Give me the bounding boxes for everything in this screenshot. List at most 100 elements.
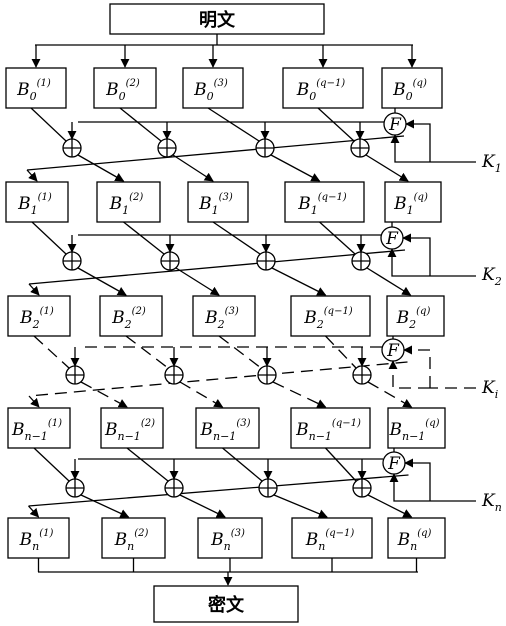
xor-cross — [165, 366, 183, 384]
key-feed-arrow — [403, 345, 431, 388]
xor-input-diagonal — [222, 447, 263, 482]
xor-output-arrow — [367, 381, 413, 408]
xor-input-diagonal — [31, 221, 67, 255]
block-label: Bn(3) — [210, 528, 245, 553]
xor-symbol — [352, 478, 372, 498]
block-label: Bn(q) — [397, 528, 432, 553]
xor-output-arrow — [77, 154, 125, 182]
block-1-1 — [96, 181, 161, 223]
plaintext-box — [109, 3, 325, 35]
wrap-arrow — [28, 283, 40, 296]
block-2-4 — [386, 295, 445, 337]
xor-cross — [66, 479, 84, 497]
function-f-circle — [380, 226, 404, 250]
xor-input-diagonal — [319, 221, 356, 255]
xor-cross — [165, 479, 183, 497]
block-0-1 — [93, 67, 157, 109]
ciphertext-label: 密文 — [208, 594, 245, 616]
block-label: B0(q−1) — [296, 78, 346, 103]
xor-cross — [257, 252, 275, 270]
xor-input-diagonal — [212, 221, 261, 255]
block-label: Bn−1(2) — [104, 418, 155, 443]
xor-input-diagonal — [33, 447, 70, 482]
block-label: B2(2) — [111, 306, 146, 331]
block-0-3 — [282, 67, 364, 109]
block-label: B2(q) — [396, 306, 431, 331]
block-label: Bn(2) — [114, 528, 149, 553]
xor-cross — [63, 252, 81, 270]
xor-output-arrow — [273, 494, 328, 519]
block-0-0 — [5, 67, 67, 109]
xor-symbol — [164, 365, 184, 385]
block-2-0 — [7, 295, 71, 337]
xor-symbol — [65, 365, 85, 385]
xor-output-arrow — [366, 267, 412, 296]
xor-input-diagonal — [325, 447, 357, 482]
xor-symbol — [351, 251, 371, 271]
xor-cross — [63, 139, 81, 157]
block-1-4 — [384, 181, 442, 223]
xor-input-diagonal — [317, 107, 355, 142]
block-0-2 — [182, 67, 244, 109]
xor-output-arrow — [272, 381, 327, 408]
block-label: B0(2) — [105, 78, 140, 103]
block-label: B1(1) — [17, 192, 52, 217]
block-3-1 — [100, 407, 164, 449]
block-3-2 — [195, 407, 260, 449]
xor-input-diagonal — [207, 107, 260, 142]
xor-symbol — [164, 478, 184, 498]
xor-cross — [158, 139, 176, 157]
xor-cross — [161, 252, 179, 270]
block-4-4 — [387, 517, 446, 559]
xor-output-arrow — [179, 494, 226, 518]
block-2-2 — [192, 295, 256, 337]
xor-symbol — [62, 251, 82, 271]
wrap-arrow — [26, 169, 38, 182]
block-1-0 — [5, 181, 69, 223]
block-2-3 — [290, 295, 371, 337]
xor-cross — [66, 366, 84, 384]
block-label: B0(q) — [392, 78, 427, 103]
xor-cross — [258, 366, 276, 384]
block-label: B2(1) — [19, 306, 54, 331]
wrap-arrow — [28, 505, 40, 518]
wrap-arrow — [28, 395, 40, 408]
xor-cross — [353, 366, 371, 384]
xor-output-arrow — [367, 494, 413, 518]
block-3-3 — [290, 407, 371, 449]
xor-output-arrow — [271, 267, 327, 296]
key-feed-arrow — [404, 458, 431, 501]
xor-input-diagonal — [325, 335, 357, 369]
f-loop-arrow — [390, 134, 430, 163]
block-1-2 — [187, 181, 249, 223]
xor-output-arrow — [80, 381, 128, 408]
xor-symbol — [352, 365, 372, 385]
xor-output-arrow — [270, 154, 321, 182]
xor-cross — [259, 479, 277, 497]
xor-symbol — [258, 478, 278, 498]
xor-input-diagonal — [119, 107, 162, 142]
function-f-label: F — [385, 229, 399, 249]
f-loop-arrow — [388, 360, 430, 389]
block-label: B2(q−1) — [303, 306, 353, 331]
block-4-0 — [7, 517, 70, 559]
block-label: B0(3) — [193, 78, 228, 103]
xor-output-arrow — [77, 267, 127, 296]
xor-input-diagonal — [33, 335, 70, 369]
xor-input-diagonal — [218, 335, 262, 369]
xor-symbol — [256, 251, 276, 271]
block-4-3 — [291, 517, 373, 559]
block-4-2 — [197, 517, 263, 559]
xor-cross — [352, 252, 370, 270]
xor-output-arrow — [179, 381, 224, 408]
wrap-line — [28, 361, 408, 397]
block-1-3 — [284, 181, 365, 223]
round-key-label: Kn — [481, 491, 502, 514]
block-2-1 — [99, 295, 163, 337]
key-feed-arrow — [402, 233, 431, 276]
xor-output-arrow — [80, 494, 130, 518]
function-f-circle — [381, 338, 405, 362]
wrap-line — [26, 135, 405, 171]
wrap-line — [28, 249, 406, 285]
